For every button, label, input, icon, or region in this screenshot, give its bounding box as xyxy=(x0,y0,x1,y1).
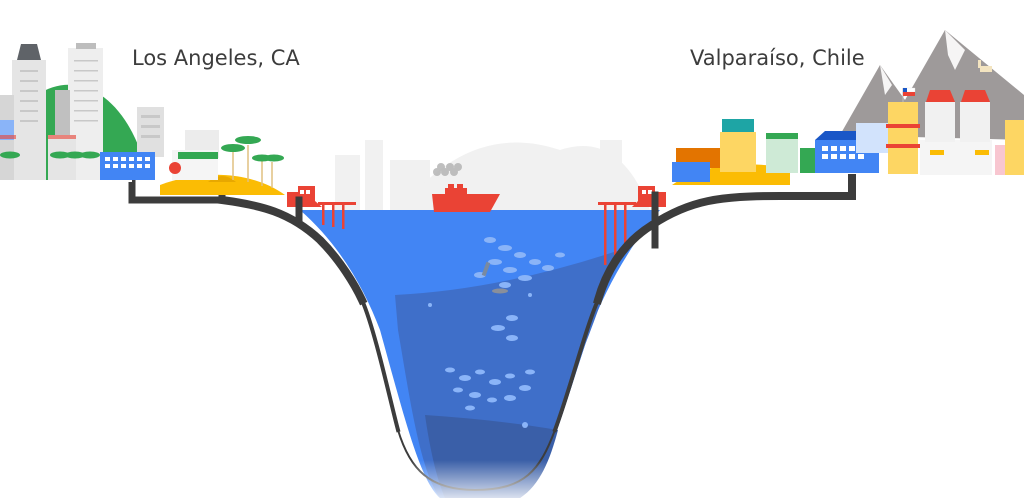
cargo-ship-icon xyxy=(432,163,500,212)
marine-animals xyxy=(481,261,508,294)
ground xyxy=(0,180,132,182)
llama-icon xyxy=(978,60,992,72)
fish-school-icon xyxy=(428,237,565,428)
destination-city-label: Valparaíso, Chile xyxy=(690,46,865,70)
los-angeles-cityscape xyxy=(0,43,285,195)
origin-city-label: Los Angeles, CA xyxy=(132,46,300,70)
palm-tree-icon xyxy=(0,136,284,188)
chile-flag-icon xyxy=(902,87,916,102)
valparaiso-cityscape xyxy=(672,30,1024,185)
